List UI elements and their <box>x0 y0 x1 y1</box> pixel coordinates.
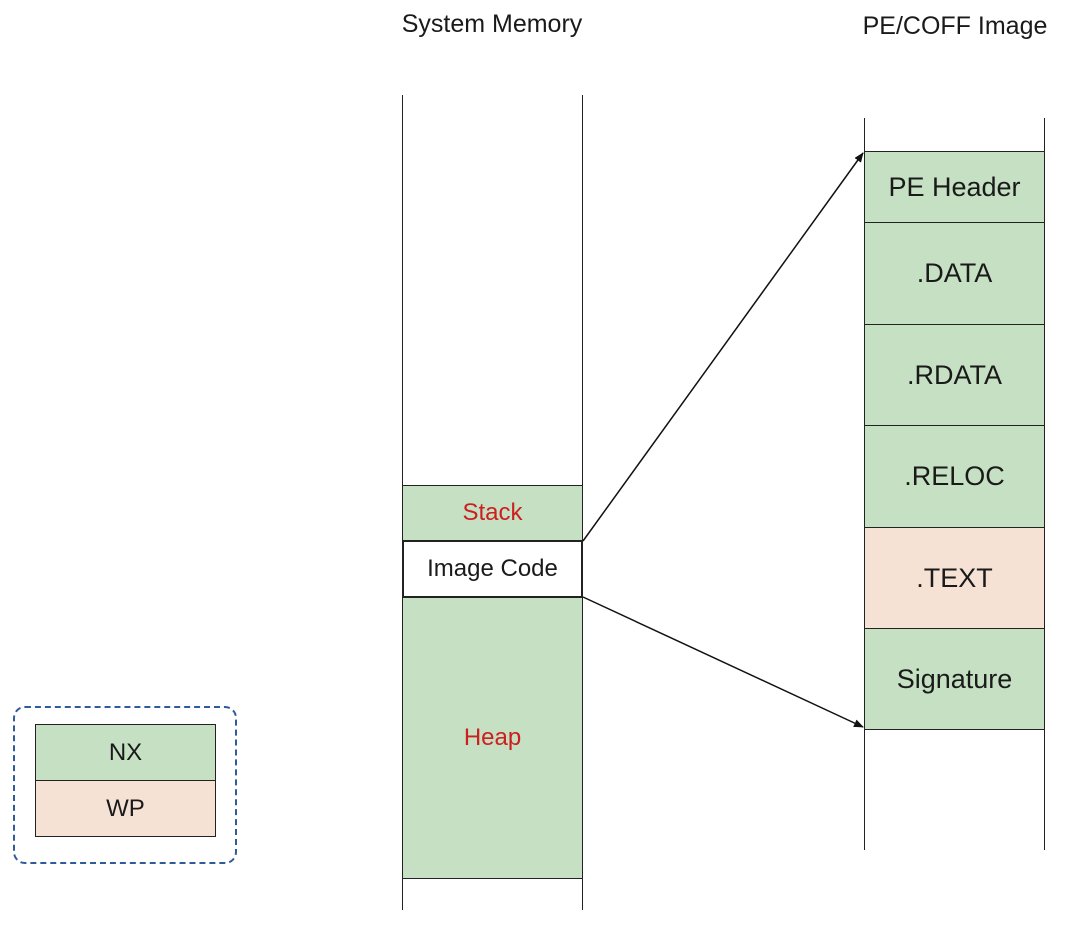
legend-nx-label: NX <box>108 738 143 766</box>
stack-label: Stack <box>462 499 523 526</box>
legend <box>13 706 237 864</box>
image-code-label: Image Code <box>427 555 558 582</box>
data-label: .DATA <box>916 258 993 288</box>
reloc-label: .RELOC <box>904 461 1005 491</box>
pe-header-section: PE Header <box>864 151 1045 223</box>
legend-wp-label: WP <box>106 794 145 822</box>
system-memory-title: System Memory <box>401 10 583 38</box>
pe-header-label: PE Header <box>888 171 1021 202</box>
reloc-section: .RELOC <box>864 425 1045 528</box>
signature-section: Signature <box>864 628 1045 730</box>
legend-wp: WP <box>35 780 216 837</box>
heap-label: Heap <box>463 724 522 751</box>
signature-label: Signature <box>896 663 1013 694</box>
image-code-block: Image Code <box>402 540 583 598</box>
arrow-to-signature <box>582 596 864 728</box>
stack-block: Stack <box>402 485 583 541</box>
arrow-to-pe-header <box>582 152 864 542</box>
heap-block: Heap <box>402 597 583 879</box>
rdata-section: .RDATA <box>864 324 1045 426</box>
rdata-label: .RDATA <box>906 359 1002 390</box>
pe-image-title: PE/COFF Image <box>862 12 1048 40</box>
text-label: .TEXT <box>916 562 993 593</box>
text-section: .TEXT <box>864 527 1045 629</box>
legend-nx: NX <box>35 724 216 781</box>
data-section: .DATA <box>864 222 1045 325</box>
